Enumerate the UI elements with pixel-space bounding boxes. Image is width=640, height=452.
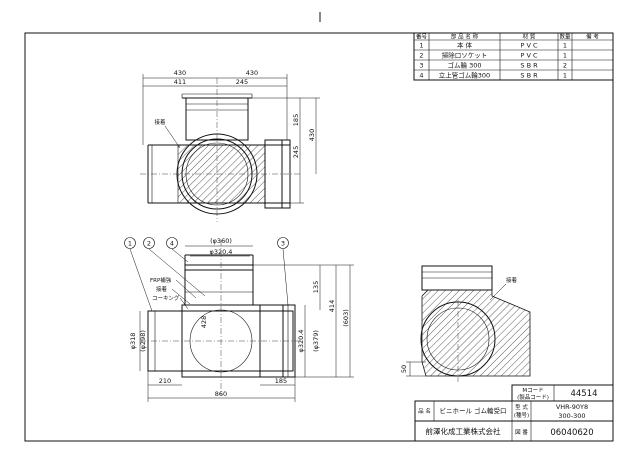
parts-row: 4 立上管ゴム輪300 S B R 1 [419,71,567,80]
side-dim-50: 50 [400,365,408,373]
top-dim-245-v: 245 [292,146,300,158]
svg-text:S B R: S B R [520,62,538,70]
svg-text:1: 1 [128,240,132,248]
front-dim-603: (603) [342,309,350,326]
svg-text:1: 1 [419,42,423,50]
parts-row: 2 掃除口ソケット P V C 1 [419,51,567,60]
svg-text:P V C: P V C [520,52,537,60]
front-view: (φ360) φ320.4 135 414 (603) φ318 (φ298) … [124,237,354,402]
top-label-adhesive: 接着 [154,118,166,126]
balloon-1: 1 [124,237,153,312]
m-code-label: Mコード [522,387,543,394]
parts-row: 1 本 体 P V C 1 [419,41,567,50]
svg-text:掃除口ソケット: 掃除口ソケット [442,51,488,60]
top-view: 430 430 411 245 185 430 245 接着 [140,69,320,222]
m-code-value: 44514 [570,389,597,399]
svg-text:2: 2 [147,240,151,248]
svg-text:2: 2 [419,52,423,60]
parts-table: 番号 部 品 名 称 材 質 数量 備 考 1 本 体 P V C 1 2 掃除… [413,32,614,81]
label-frp: FRP補強 [150,276,172,284]
model-value-1: VHR-90Y8 [556,403,588,411]
model-label-1: 型 式 [515,403,528,411]
front-dim-185: 185 [275,377,287,385]
parts-header-no: 番号 [416,34,428,41]
parts-header-remarks: 備 考 [586,33,599,41]
name-label: 品 名 [418,407,431,415]
parts-row: 3 ゴム輪 300 S B R 2 [419,61,567,70]
front-dim-210: 210 [159,377,171,385]
title-block: Mコード (製品コード) 44514 品 名 ビニホール ゴム輪受口 型 式 (… [414,384,614,442]
svg-text:4: 4 [419,72,423,80]
model-value-2: 300-300 [558,412,585,420]
svg-text:S B R: S B R [520,72,538,80]
drawing-border [24,32,614,442]
svg-text:P V C: P V C [520,42,537,50]
svg-text:本 体: 本 体 [457,41,473,50]
balloon-3: 3 [277,237,289,306]
label-adhesive: 接着 [156,285,168,293]
label-caulking: コーキング [152,294,180,302]
parts-header-name: 部 品 名 称 [451,33,479,41]
svg-text:2: 2 [563,62,567,70]
svg-text:1: 1 [563,42,567,50]
front-dim-phi320-right: φ320.4 [297,330,305,353]
top-dim-430-left: 430 [174,69,186,77]
svg-text:立上管ゴム輪300: 立上管ゴム輪300 [439,71,490,80]
model-label-2: (種号) [514,411,529,419]
m-code-label-2: (製品コード) [517,393,549,401]
top-dim-185: 185 [292,114,300,126]
front-dim-135: 135 [312,281,320,293]
front-dim-phi320-top: φ320.4 [210,248,233,256]
drawing-no-value: 06040620 [550,428,593,438]
side-view: 接着 50 [400,265,531,382]
front-dim-phi318: φ318 [129,333,137,350]
top-dim-430-v: 430 [308,129,316,141]
front-dim-428: 428 [200,316,208,328]
svg-text:4: 4 [170,240,174,248]
name-value: ビニホール ゴム輪受口 [439,406,506,415]
front-dim-414: 414 [328,300,336,312]
top-dim-411: 411 [174,78,186,86]
svg-text:3: 3 [281,240,285,248]
svg-text:ゴム輪 300: ゴム輪 300 [448,61,482,70]
balloon-4: 4 [166,237,189,263]
svg-text:1: 1 [563,52,567,60]
top-dim-245-h: 245 [236,78,248,86]
balloon-2: 2 [143,237,206,297]
front-dim-phi298: (φ298) [139,330,147,352]
svg-text:1: 1 [563,72,567,80]
front-dim-phi360: (φ360) [210,237,232,245]
company-name: 前澤化成工業株式会社 [426,426,501,436]
top-dim-430-right: 430 [246,69,258,77]
front-dim-phi379: (φ379) [312,330,320,352]
side-label-adhesive: 接着 [506,276,518,284]
drawing-no-label: 図 番 [515,429,528,436]
front-dim-860: 860 [215,390,227,398]
parts-header-qty: 数量 [559,33,571,41]
svg-text:3: 3 [419,62,423,70]
parts-header-material: 材 質 [523,33,536,41]
